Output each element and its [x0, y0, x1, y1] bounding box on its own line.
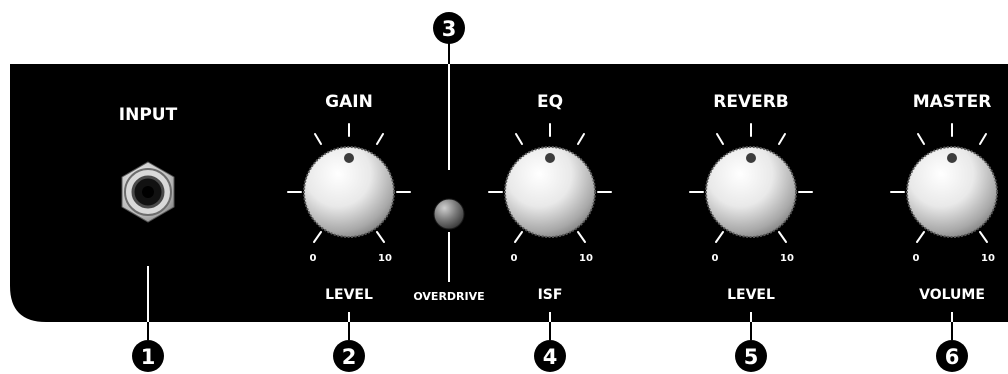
callout-4: 4: [534, 340, 566, 372]
eq-knob-group: 0 10: [488, 123, 612, 264]
reverb-knob-pointer: [746, 153, 756, 163]
callout-2-number: 2: [342, 345, 357, 369]
eq-sub-label: ISF: [538, 287, 563, 303]
reverb-knob[interactable]: [705, 146, 797, 238]
gain-min-label: 0: [310, 253, 317, 264]
eq-max-label: 10: [579, 253, 593, 264]
callout-leader-lines: [147, 42, 953, 340]
overdrive-label: OVERDRIVE: [413, 290, 484, 303]
reverb-max-label: 10: [780, 253, 794, 264]
callout-5-number: 5: [744, 345, 759, 369]
master-scale-ticks: [890, 123, 988, 243]
reverb-min-label: 0: [712, 253, 719, 264]
callout-2: 2: [333, 340, 365, 372]
eq-min-label: 0: [511, 253, 518, 264]
gain-max-label: 10: [378, 253, 392, 264]
callout-3: 3: [433, 12, 465, 44]
input-label: INPUT: [119, 105, 178, 125]
input-jack[interactable]: [121, 161, 175, 223]
gain-label: GAIN: [325, 92, 373, 112]
master-knob-group: 0 10: [890, 123, 998, 264]
gain-sub-label: LEVEL: [325, 287, 373, 303]
gain-knob-pointer: [344, 153, 354, 163]
master-max-label: 10: [981, 253, 995, 264]
callout-5: 5: [735, 340, 767, 372]
eq-knob[interactable]: [504, 146, 596, 238]
eq-scale-ticks: [488, 123, 612, 243]
overdrive-led: [433, 198, 465, 230]
master-min-label: 0: [913, 253, 920, 264]
callout-6-number: 6: [945, 345, 960, 369]
master-knob-pointer: [947, 153, 957, 163]
reverb-knob-group: 0 10: [689, 123, 813, 264]
callout-1: 1: [132, 340, 164, 372]
reverb-label: REVERB: [713, 92, 789, 112]
eq-label: EQ: [537, 92, 563, 112]
master-label: MASTER: [913, 92, 992, 112]
gain-knob[interactable]: [303, 146, 395, 238]
master-sub-label: VOLUME: [919, 287, 985, 303]
gain-knob-group: 0 10: [287, 123, 411, 264]
reverb-scale-ticks: [689, 123, 813, 243]
callout-4-number: 4: [543, 345, 558, 369]
gain-scale-ticks: [287, 123, 411, 243]
master-knob[interactable]: [906, 146, 998, 238]
eq-knob-pointer: [545, 153, 555, 163]
callout-6: 6: [936, 340, 968, 372]
jack-hole: [142, 186, 154, 198]
callout-1-number: 1: [141, 345, 156, 369]
reverb-sub-label: LEVEL: [727, 287, 775, 303]
callout-3-number: 3: [442, 17, 457, 41]
